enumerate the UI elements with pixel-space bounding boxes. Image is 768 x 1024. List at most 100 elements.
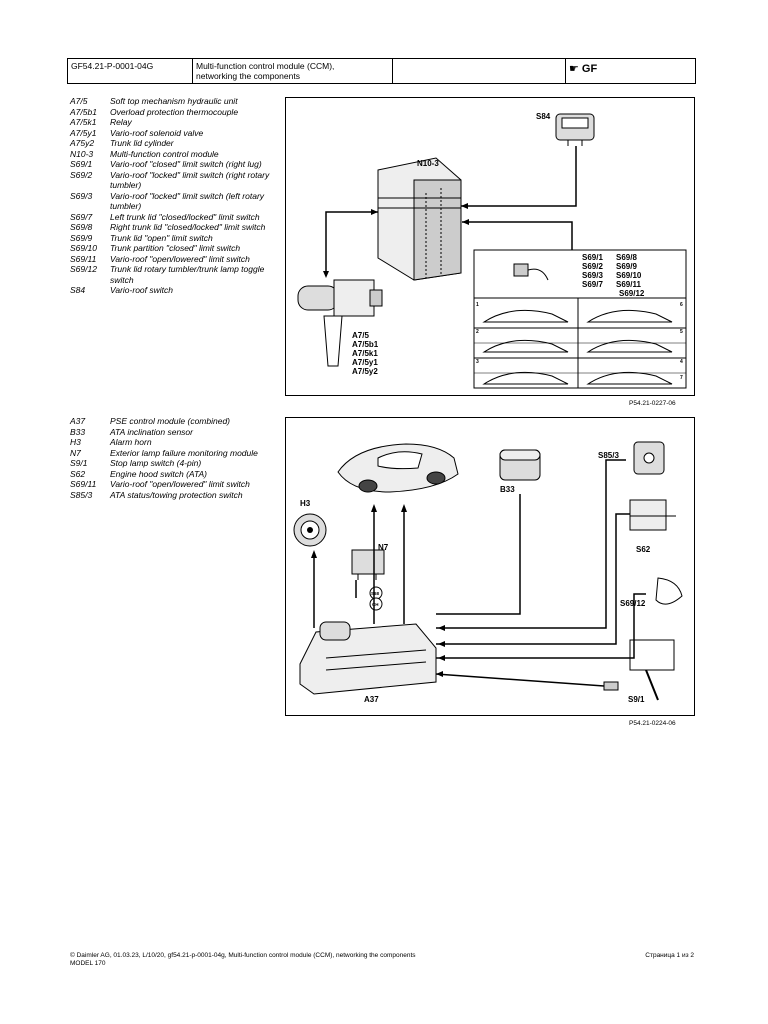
label-ch-badge: CH <box>372 602 379 607</box>
legend-text: Exterior lamp failure monitoring module <box>110 447 258 458</box>
figure-1-frame: S84 N10-3 A7/5 A7/5b1 A7/5k1 A7/5y1 A7/5… <box>285 97 695 396</box>
a7-5-hydraulic-unit-drawing <box>297 279 383 367</box>
legend-code: N7 <box>70 447 81 458</box>
legend-row: H3 Alarm horn <box>70 437 270 448</box>
legend-text: Trunk lid "open" limit switch <box>110 232 213 243</box>
legend-row: S69/9 Trunk lid "open" limit switch <box>70 233 270 244</box>
label-n7: N7 <box>378 543 389 552</box>
legend-text: Vario-roof "locked" limit switch (right … <box>110 169 270 191</box>
figure-1-diagram: S84 N10-3 A7/5 A7/5b1 A7/5k1 A7/5y1 A7/5… <box>297 112 687 389</box>
label-s69-7: S69/7 <box>582 280 603 289</box>
doc-title-line2: networking the components <box>196 71 300 81</box>
label-a37: A37 <box>364 695 379 704</box>
legend-code: S69/7 <box>70 211 93 222</box>
label-s68-badge: S68 <box>371 591 380 596</box>
empty-cell <box>393 59 566 83</box>
legend-row: A7/5y1 Vario-roof solenoid valve <box>70 128 270 139</box>
legend-code: S9/1 <box>70 458 88 468</box>
legend-text: Vario-roof solenoid valve <box>110 127 204 138</box>
legend-code: S69/9 <box>70 232 93 243</box>
legend-code: H3 <box>70 437 81 447</box>
legend-text: Overload protection thermocouple <box>110 106 239 117</box>
legend-code: S69/11 <box>70 253 97 264</box>
label-s84: S84 <box>536 112 551 121</box>
s69-12-switch-drawing <box>655 577 683 605</box>
legend-code: S69/8 <box>70 222 93 232</box>
legend-text: Right trunk lid "closed/locked" limit sw… <box>110 222 266 232</box>
callout-2: 2 <box>476 329 479 335</box>
legend-row: A37 PSE control module (combined) <box>70 416 270 427</box>
legend-row: A7/5k1 Relay <box>70 117 270 128</box>
legend-code: N10-3 <box>70 148 94 159</box>
footer-model: MODEL 170 <box>70 960 106 967</box>
callout-4: 4 <box>680 359 683 365</box>
h3-alarm-horn-drawing <box>293 513 327 547</box>
callout-3: 3 <box>476 359 479 365</box>
legend-row: N10-3 Multi-function control module <box>70 149 270 160</box>
legend-code: S85/3 <box>70 489 93 500</box>
label-s9-1: S9/1 <box>628 695 645 704</box>
s85-3-switch-drawing <box>633 441 665 475</box>
label-a7-5y1: A7/5y1 <box>352 358 378 367</box>
legend-code: S69/2 <box>70 169 93 180</box>
footer-copyright: © Daimler AG, 01.03.23, L/10/20, gf54.21… <box>70 952 416 959</box>
legend-text: Vario-roof "open/lowered" limit switch <box>110 253 250 264</box>
legend-row: S9/1 Stop lamp switch (4-pin) <box>70 458 270 469</box>
legend-code: S69/1 <box>70 159 93 169</box>
legend-text: Engine hood switch (ATA) <box>110 468 208 479</box>
document-header-table: GF54.21-P-0001-04G Multi-function contro… <box>67 58 696 84</box>
label-s62: S62 <box>636 545 651 554</box>
s9-1-switch-drawing <box>603 639 675 701</box>
legend-code: A37 <box>70 416 86 426</box>
legend-text: Alarm horn <box>110 437 152 447</box>
footer-page-number: Страница 1 из 2 <box>645 952 694 959</box>
legend-row: A75y2 Trunk lid cylinder <box>70 138 270 149</box>
figure-2-connections <box>311 459 646 687</box>
label-s69-8: S69/8 <box>616 253 637 262</box>
figure-2-frame: B33 S85/3 H3 N7 S68 CH S62 S69/12 S9/1 <box>285 417 695 716</box>
n7-module-drawing <box>351 549 385 580</box>
legend-text: ATA status/towing protection switch <box>110 489 243 500</box>
legend-code: A7/5k1 <box>70 117 97 127</box>
callout-1: 1 <box>476 302 479 308</box>
legend-text: ATA inclination sensor <box>110 426 193 437</box>
legend-text: Multi-function control module <box>110 148 219 159</box>
legend-text: Trunk lid rotary tumbler/trunk lamp togg… <box>110 264 265 285</box>
legend-text: Relay <box>110 117 132 127</box>
legend-row: S69/8 Right trunk lid "closed/locked" lim… <box>70 222 270 233</box>
legend-row: B33 ATA inclination sensor <box>70 427 270 438</box>
label-s69-12: S69/12 <box>620 599 646 608</box>
legend-figure-2: A37 PSE control module (combined) B33 ATA i… <box>70 416 270 500</box>
legend-text: PSE control module (combined) <box>110 416 231 426</box>
n10-3-module-drawing <box>377 157 462 281</box>
legend-code: A7/5y1 <box>70 127 97 138</box>
label-s69-10: S69/10 <box>616 271 642 280</box>
figure-1-reference: P54.21-0227-06 <box>629 400 676 407</box>
legend-text: Trunk lid cylinder <box>110 138 174 148</box>
doc-title-cell: Multi-function control module (CCM), net… <box>193 59 393 83</box>
page-footer: © Daimler AG, 01.03.23, L/10/20, gf54.21… <box>70 952 694 968</box>
callout-7: 7 <box>680 375 683 381</box>
limit-switch-group-box <box>473 249 687 389</box>
legend-code: A7/5 <box>70 96 88 106</box>
legend-text: Vario-roof "open/lowered" limit switch <box>110 479 250 489</box>
legend-row: S69/11 Vario-roof "open/lowered" limit sw… <box>70 254 270 265</box>
legend-code: B33 <box>70 426 86 437</box>
a37-pse-module-drawing <box>299 621 437 695</box>
callout-5: 5 <box>680 329 683 335</box>
b33-sensor-drawing <box>499 449 541 481</box>
vehicle-drawing <box>337 443 459 493</box>
callout-6: 6 <box>680 302 683 308</box>
label-a7-5y2: A7/5y2 <box>352 367 378 376</box>
legend-text: Stop lamp switch (4-pin) <box>110 458 202 468</box>
legend-code: A75y2 <box>70 138 95 148</box>
label-b33: B33 <box>500 485 515 494</box>
